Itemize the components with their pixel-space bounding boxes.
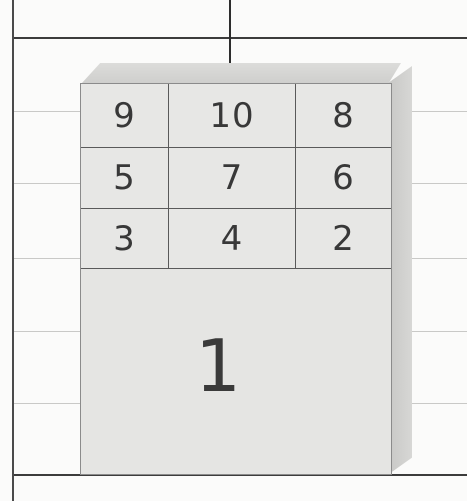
compartment-grid: 9 10 8 5 7 6 3 4 2 — [81, 84, 391, 269]
compartment: 9 — [81, 84, 169, 148]
bookcase-front: 9 10 8 5 7 6 3 4 2 1 — [80, 83, 392, 475]
compartment: 7 — [169, 148, 296, 209]
bookcase-side — [389, 66, 412, 474]
bottom-compartment: 1 — [81, 269, 391, 474]
compartment: 6 — [296, 148, 391, 209]
bottom-compartment-label: 1 — [195, 324, 241, 408]
compartment: 8 — [296, 84, 391, 148]
compartment: 2 — [296, 209, 391, 269]
bookcase-top — [81, 63, 401, 84]
compartment: 10 — [169, 84, 296, 148]
compartment: 3 — [81, 209, 169, 269]
compartment: 5 — [81, 148, 169, 209]
compartment: 4 — [169, 209, 296, 269]
